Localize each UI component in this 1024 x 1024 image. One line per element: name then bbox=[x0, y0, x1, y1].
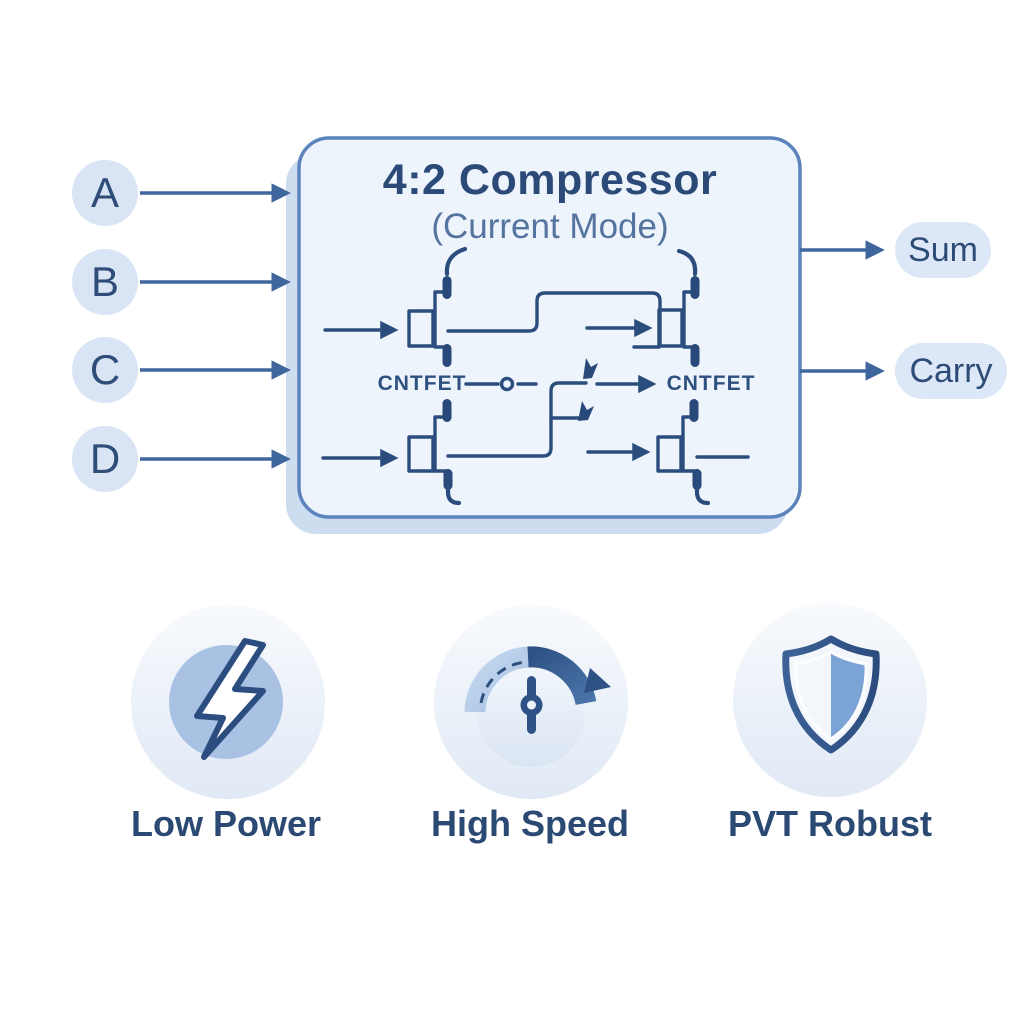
inverter-bubble-icon bbox=[499, 376, 515, 392]
terminal-pill bbox=[442, 399, 452, 422]
spike-glyph-icon bbox=[578, 401, 594, 421]
circuit-wires bbox=[446, 291, 750, 459]
input-node-a: A bbox=[72, 160, 138, 226]
input-node-c: C bbox=[72, 337, 138, 403]
input-label-d: D bbox=[89, 435, 121, 482]
terminal-hook bbox=[676, 248, 698, 277]
shield-icon bbox=[782, 635, 880, 754]
gate-box bbox=[407, 309, 435, 348]
block-subtitle: (Current Mode) bbox=[431, 207, 669, 246]
channel-bar bbox=[632, 290, 696, 349]
drain-hook bbox=[445, 468, 462, 506]
cntfet-label-left: CNTFET bbox=[377, 372, 467, 395]
input-node-b: B bbox=[72, 249, 138, 315]
transistor-bottom-right bbox=[586, 399, 711, 506]
input-arrows bbox=[140, 183, 291, 469]
gauge-arc-dark bbox=[527, 646, 597, 706]
transistor-top-left bbox=[323, 246, 468, 367]
input-node-d: D bbox=[72, 426, 138, 492]
gate-box bbox=[657, 308, 684, 348]
terminal-pill bbox=[442, 276, 452, 299]
input-label-c: C bbox=[89, 346, 121, 393]
feature-label-low-power: Low Power bbox=[130, 803, 322, 844]
speedometer-icon bbox=[464, 646, 611, 734]
terminal-pill bbox=[689, 399, 699, 422]
shield-right-half bbox=[831, 652, 867, 739]
drain-hook bbox=[694, 468, 711, 506]
input-label-b: B bbox=[90, 258, 119, 305]
feature-label-high-speed: High Speed bbox=[430, 803, 630, 844]
wire-top bbox=[446, 291, 662, 348]
output-label-carry: Carry bbox=[909, 351, 993, 390]
feature-icon-pvt-robust bbox=[733, 603, 927, 797]
gauge-hub-dot bbox=[527, 700, 536, 710]
feature-icon-high-speed bbox=[434, 605, 628, 799]
terminal-pill bbox=[690, 276, 700, 299]
compressor-block bbox=[297, 136, 802, 519]
terminal-pill bbox=[690, 344, 700, 367]
cntfet-label-right: CNTFET bbox=[666, 372, 756, 395]
feature-label-pvt-robust: PVT Robust bbox=[728, 803, 932, 844]
shield-inner-line bbox=[794, 650, 868, 741]
gauge-arrow-tip bbox=[584, 668, 611, 693]
gauge-ticks bbox=[479, 660, 527, 704]
spike-glyph-icon bbox=[583, 358, 598, 379]
terminal-pill bbox=[442, 344, 452, 367]
output-label-sum: Sum bbox=[908, 230, 978, 269]
input-label-a: A bbox=[90, 169, 119, 216]
output-pill-sum: Sum bbox=[895, 222, 991, 278]
spike-glyphs bbox=[578, 358, 598, 421]
terminal-hook bbox=[444, 246, 468, 277]
lightning-bolt-icon bbox=[194, 638, 266, 760]
feature-icon-low-power bbox=[131, 605, 325, 799]
gauge-arc-light bbox=[464, 646, 530, 713]
circuit-schematic bbox=[321, 246, 750, 506]
transistor-bottom-left bbox=[321, 399, 462, 506]
block-title: 4:2 Compressor bbox=[382, 156, 718, 204]
output-pill-carry: Carry bbox=[895, 343, 1007, 399]
output-arrows bbox=[800, 240, 885, 381]
gate-box bbox=[407, 435, 435, 473]
gate-box bbox=[656, 435, 683, 473]
